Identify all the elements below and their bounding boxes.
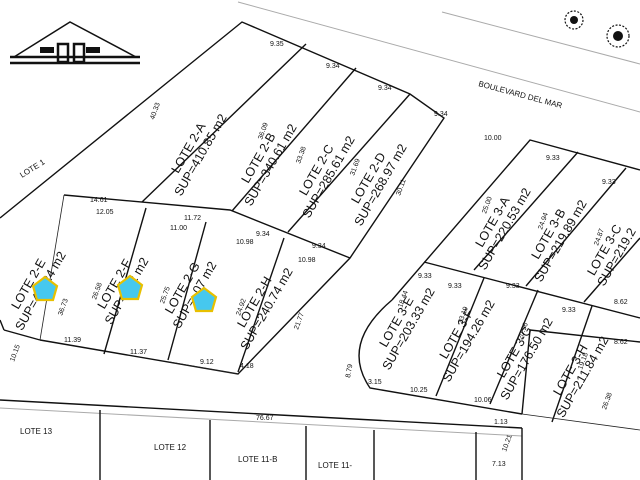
- dimension-label: 9.33: [418, 273, 432, 280]
- dimension-label: 11.00: [170, 225, 187, 232]
- dimension-label: 8.62: [614, 299, 628, 306]
- lot-2h[interactable]: LOTE 2-H SUP=240.74 m2: [225, 259, 295, 353]
- lot-3a[interactable]: LOTE 3-A SUP=220.53 m2: [463, 179, 534, 273]
- dimension-label: 9.12: [200, 359, 214, 366]
- lower-lots: [0, 399, 523, 480]
- lote-11-label: LOTE 11-: [318, 461, 352, 470]
- lote-11b-label: LOTE 11-B: [238, 455, 277, 464]
- dimension-label: 33.38: [295, 146, 308, 165]
- dimension-label: 10.06: [474, 397, 492, 404]
- dimension-label: 10.15: [9, 344, 22, 363]
- lote-13-label: LOTE 13: [20, 427, 53, 436]
- dimension-label: 8.62: [614, 339, 628, 346]
- lot-3f[interactable]: LOTE 3-F SUP=194.26 m2: [427, 291, 498, 385]
- lote-12-label: LOTE 12: [154, 443, 187, 452]
- dimension-label: 3.15: [368, 379, 382, 386]
- lot-3c[interactable]: LOTE 3-C SUP=219.2: [582, 219, 638, 289]
- dimension-label: 1.13: [494, 419, 508, 426]
- dimension-label: 40.33: [149, 102, 162, 121]
- dimension-label: 30.11: [395, 178, 407, 196]
- lot-3h[interactable]: LOTE 3-H SUP=211.84 m2: [542, 327, 612, 420]
- lot-2c[interactable]: LOTE 2-C SUP=285.61 m2: [287, 127, 357, 221]
- dimension-label: 9.34: [326, 63, 340, 70]
- dimension-label: 4.18: [240, 363, 254, 370]
- dimension-label: 10.98: [298, 257, 316, 264]
- dimension-label: 36.73: [57, 298, 70, 317]
- location-marker-icon[interactable]: [31, 275, 59, 302]
- block-3-boundaries: [358, 139, 640, 431]
- dimension-label: 26.38: [601, 392, 614, 411]
- tree-icon: [564, 10, 584, 30]
- dimension-label: 8.79: [345, 364, 354, 379]
- dimension-label: 11.72: [184, 215, 201, 222]
- location-marker-icon[interactable]: [116, 274, 144, 301]
- dimension-label: 10.98: [236, 239, 254, 246]
- block-2-boundaries: [0, 21, 445, 375]
- street-name: BOULEVARD DEL MAR: [477, 79, 563, 110]
- dimension-label: 9.35: [270, 41, 284, 48]
- dimension-label: 9.34: [434, 111, 448, 118]
- lote-1-label: LOTE 1: [18, 157, 47, 180]
- dimension-label: 9.33: [546, 155, 560, 162]
- dimension-label: 11.37: [130, 349, 147, 356]
- dimension-label: 10.00: [484, 135, 502, 142]
- dimension-label: 7.13: [492, 461, 506, 468]
- dimension-label: 10.21: [501, 434, 514, 453]
- dimension-label: 9.33: [562, 307, 576, 314]
- lot-3b[interactable]: LOTE 3-B SUP=219.89 m2: [519, 191, 590, 285]
- dimension-label: 10.25: [410, 387, 428, 394]
- dimension-label: 14.61: [90, 197, 108, 204]
- boulevard: [237, 1, 640, 113]
- dimension-label: 11.39: [64, 337, 81, 344]
- north-arrow-icon: [10, 21, 140, 65]
- location-marker-icon[interactable]: [190, 286, 218, 313]
- dimension-label: 9.33: [602, 179, 616, 186]
- dimension-label: 9.33: [506, 283, 520, 290]
- tree-icon: [606, 24, 630, 48]
- dimension-label: 12.05: [96, 209, 114, 216]
- lot-2a[interactable]: LOTE 2-A SUP=410.85 m2: [159, 105, 230, 199]
- dimension-label: 9.34: [378, 85, 392, 92]
- dimension-label: 76.67: [256, 415, 274, 422]
- dimension-label: 9.33: [448, 283, 462, 290]
- dimension-label: 9.34: [256, 231, 270, 238]
- dimension-label: 9.34: [312, 243, 326, 250]
